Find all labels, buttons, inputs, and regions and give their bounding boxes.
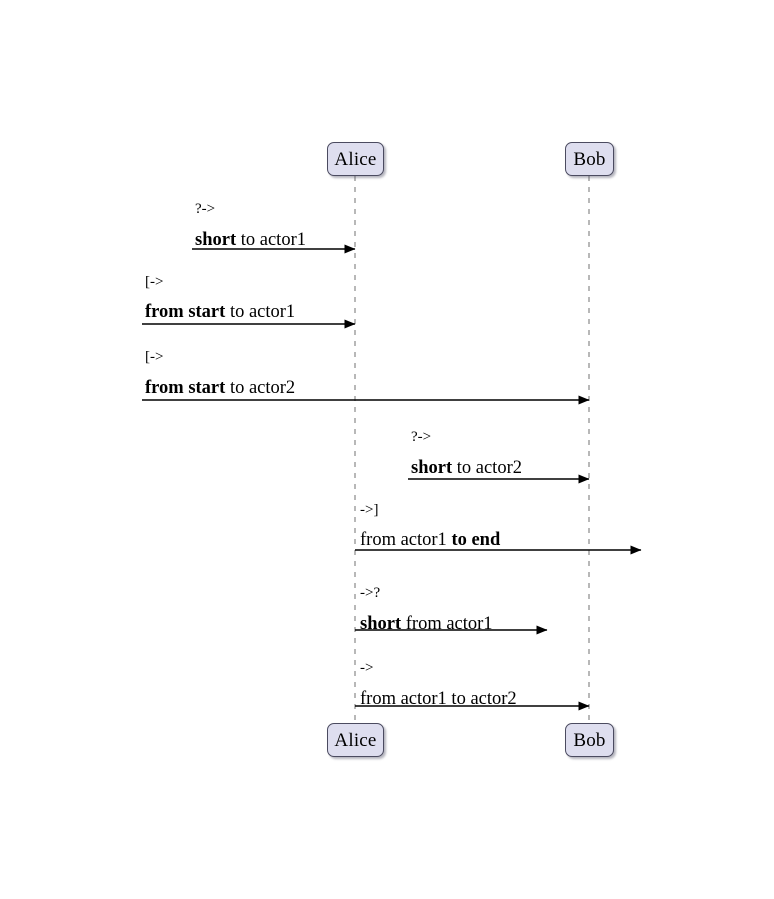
message-label-bold: from start bbox=[145, 302, 226, 322]
message-label-bold: to end bbox=[451, 530, 501, 550]
lifelines-group bbox=[354, 176, 590, 723]
actor-name-label: Bob bbox=[573, 148, 606, 170]
message-label-bold: from start bbox=[145, 378, 226, 398]
message-syntax-2: [-> bbox=[145, 274, 164, 290]
message-syntax-3: [-> bbox=[145, 349, 164, 365]
message-label-1: short to actor1 bbox=[195, 231, 306, 250]
message-label-bold: short bbox=[195, 230, 237, 250]
actor-box-bob-bottom[interactable]: Bob bbox=[565, 723, 614, 757]
message-label-plain: to actor1 bbox=[236, 230, 306, 250]
message-label-plain: from actor1 bbox=[360, 530, 452, 550]
message-label-3: from start to actor2 bbox=[145, 379, 295, 398]
actor-box-alice-top[interactable]: Alice bbox=[327, 142, 384, 176]
message-label-7: from actor1 to actor2 bbox=[360, 690, 517, 709]
message-label-bold: short bbox=[411, 458, 453, 478]
message-label-plain: to actor2 bbox=[225, 378, 296, 398]
message-label-bold: short bbox=[360, 614, 402, 634]
actor-name-label: Alice bbox=[334, 148, 377, 170]
message-label-6: short from actor1 bbox=[360, 615, 493, 634]
message-label-plain: from actor1 bbox=[401, 614, 493, 634]
message-syntax-5: ->] bbox=[360, 502, 379, 518]
message-syntax-6: ->? bbox=[360, 585, 381, 601]
message-label-2: from start to actor1 bbox=[145, 303, 295, 322]
message-syntax-1: ?-> bbox=[195, 201, 216, 217]
actor-name-label: Alice bbox=[334, 729, 377, 751]
actor-box-bob-top[interactable]: Bob bbox=[565, 142, 614, 176]
message-syntax-7: -> bbox=[360, 660, 374, 676]
message-label-4: short to actor2 bbox=[411, 459, 522, 478]
message-label-plain: from actor1 to actor2 bbox=[360, 689, 517, 709]
message-label-5: from actor1 to end bbox=[360, 531, 500, 550]
actor-name-label: Bob bbox=[573, 729, 606, 751]
message-syntax-4: ?-> bbox=[411, 429, 432, 445]
actor-box-alice-bottom[interactable]: Alice bbox=[327, 723, 384, 757]
message-label-plain: to actor2 bbox=[452, 458, 522, 478]
message-label-plain: to actor1 bbox=[225, 302, 296, 322]
